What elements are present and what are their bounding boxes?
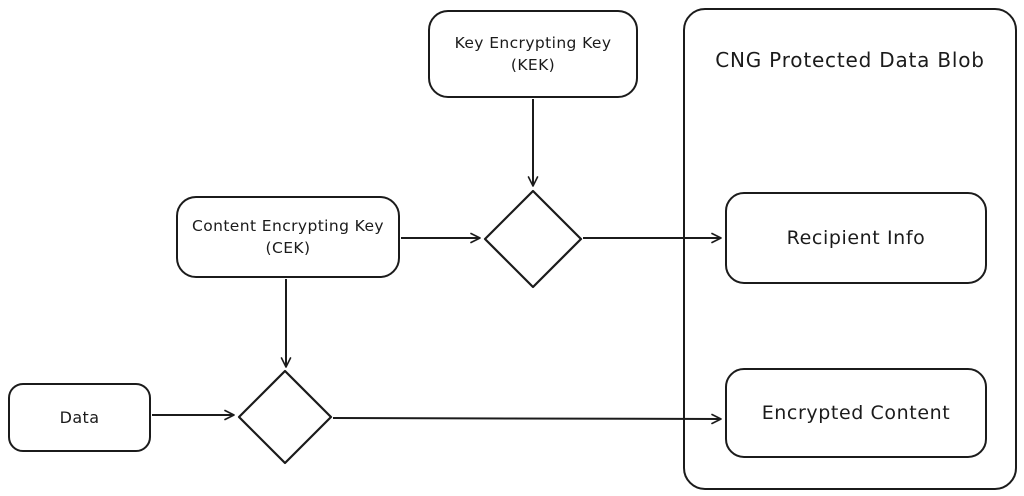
- node-data: Data: [8, 383, 151, 452]
- cng-container-title: CNG Protected Data Blob: [715, 48, 985, 72]
- kek-label-line2: (KEK): [510, 56, 556, 74]
- kek-label-line1: Key Encrypting Key: [454, 33, 612, 52]
- encrypted-content-label: Encrypted Content: [761, 402, 951, 424]
- arrow-encrypt-diamond-to-encrypted-content: [332, 413, 722, 425]
- cek-label: Content Encrypting Key (CEK): [192, 215, 384, 260]
- node-recipient-info: Recipient Info: [725, 192, 987, 284]
- encrypt-operation-diamond: [237, 369, 333, 465]
- kek-label: Key Encrypting Key (KEK): [455, 32, 612, 77]
- recipient-info-label: Recipient Info: [786, 227, 926, 249]
- data-label: Data: [59, 407, 100, 427]
- node-key-encrypting-key: Key Encrypting Key (KEK): [428, 10, 638, 98]
- node-encrypted-content: Encrypted Content: [725, 368, 987, 458]
- cek-label-line2: (CEK): [265, 239, 311, 257]
- node-content-encrypting-key: Content Encrypting Key (CEK): [176, 196, 400, 278]
- wrap-operation-diamond: [483, 189, 583, 289]
- cek-label-line1: Content Encrypting Key: [192, 216, 384, 235]
